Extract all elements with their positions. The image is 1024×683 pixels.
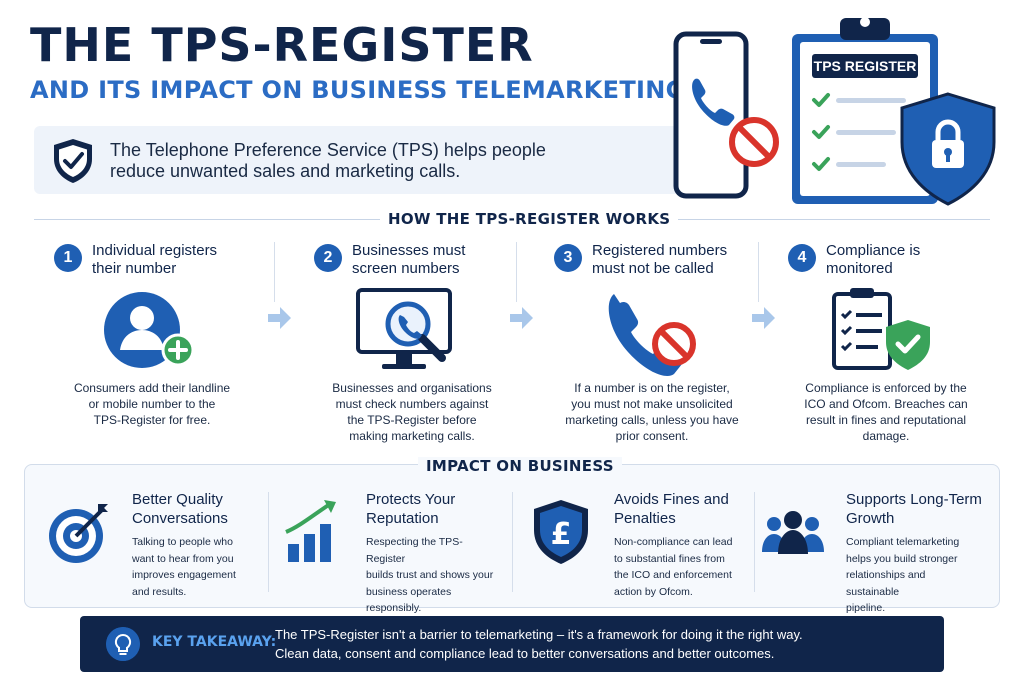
impact-separator bbox=[512, 492, 513, 592]
svg-text:£: £ bbox=[551, 517, 572, 552]
step-number: 3 bbox=[554, 244, 582, 272]
step-number: 4 bbox=[788, 244, 816, 272]
pound-shield-icon: £ bbox=[534, 500, 588, 564]
user-plus-icon bbox=[104, 292, 195, 368]
how-section-title: HOW THE TPS-REGISTER WORKS bbox=[380, 210, 679, 228]
step-separator bbox=[758, 242, 759, 302]
page-subtitle: AND ITS IMPACT ON BUSINESS TELEMARKETING bbox=[30, 76, 686, 104]
growth-chart-icon bbox=[285, 500, 336, 562]
arrow-right-icon bbox=[510, 307, 533, 329]
phone-icon bbox=[673, 31, 749, 199]
impact-section-title: IMPACT ON BUSINESS bbox=[418, 457, 622, 475]
step-number: 1 bbox=[54, 244, 82, 272]
takeaway-text: The TPS-Register isn't a barrier to tele… bbox=[275, 627, 803, 661]
takeaway-label: KEY TAKEAWAY: bbox=[152, 634, 277, 650]
phone-blocked-icon bbox=[608, 294, 696, 376]
monitor-search-icon bbox=[356, 288, 452, 369]
step-number: 2 bbox=[314, 244, 342, 272]
arrow-right-icon bbox=[268, 307, 291, 329]
intro-banner: The Telephone Preference Service (TPS) h… bbox=[34, 126, 680, 194]
step-separator bbox=[274, 242, 275, 302]
page-title: THE TPS-REGISTER bbox=[30, 18, 534, 72]
team-icon bbox=[762, 511, 824, 554]
lightbulb-icon bbox=[106, 627, 140, 661]
clipboard-label: TPS REGISTER bbox=[814, 58, 917, 74]
target-icon bbox=[49, 504, 108, 563]
impact-separator bbox=[268, 492, 269, 592]
hero-illustration: TPS REGISTER bbox=[673, 17, 996, 206]
clipboard-check-icon bbox=[832, 288, 930, 370]
lock-shield-icon bbox=[900, 92, 996, 206]
step-separator bbox=[516, 242, 517, 302]
step-description: If a number is on the register,you must … bbox=[565, 381, 739, 443]
arrow-right-icon bbox=[752, 307, 775, 329]
no-entry-icon bbox=[729, 117, 779, 167]
impact-separator bbox=[754, 492, 755, 592]
clipboard-icon: TPS REGISTER bbox=[792, 17, 938, 204]
key-takeaway-banner: KEY TAKEAWAY: The TPS-Register isn't a b… bbox=[80, 616, 944, 672]
shield-check-icon bbox=[54, 139, 92, 183]
intro-text: The Telephone Preference Service (TPS) h… bbox=[110, 140, 546, 181]
